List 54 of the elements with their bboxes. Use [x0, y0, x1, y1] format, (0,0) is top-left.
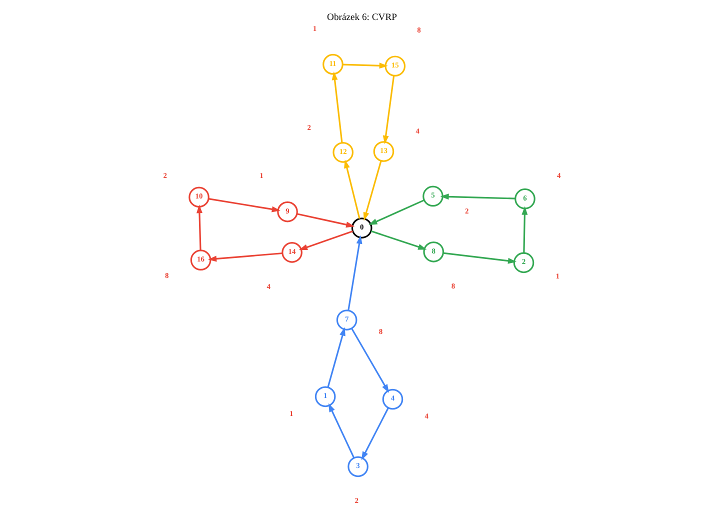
diagram-title: Obrázek 6: CVRP: [326, 12, 396, 24]
node-circle: 2: [512, 252, 534, 274]
node-label: 4: [266, 282, 270, 291]
node-circle: 13: [372, 141, 394, 162]
arrow: [196, 204, 202, 250]
arrow: [296, 213, 354, 228]
arrow: [440, 194, 515, 200]
arrow: [521, 206, 528, 253]
node-circle: 9: [276, 201, 298, 222]
arrow: [362, 160, 382, 221]
node-label: 8: [164, 271, 168, 280]
node-circle: 6: [514, 188, 535, 210]
arrow: [326, 327, 345, 388]
arrow: [370, 230, 426, 250]
node-label: 2: [162, 171, 166, 180]
node-label: 1: [555, 271, 560, 280]
arrow: [208, 198, 280, 212]
node-label: 2: [306, 122, 311, 132]
node-label: 8: [416, 26, 420, 35]
node-label: 1: [289, 408, 293, 418]
arrow: [368, 199, 424, 226]
arrow: [342, 62, 388, 69]
node-label: 4: [424, 412, 428, 421]
node-label: 4: [556, 170, 560, 180]
node-circle: 16: [190, 250, 211, 270]
node-circle: 15: [384, 56, 406, 77]
arrow: [344, 160, 360, 219]
arrow: [328, 403, 354, 458]
node-label: 2: [354, 496, 358, 506]
arrow: [347, 235, 362, 311]
node-circle: 10: [188, 186, 209, 208]
node-circle: 12: [332, 142, 353, 163]
arrow: [298, 230, 352, 250]
node-circle: 8: [422, 242, 444, 262]
node-label: 8: [450, 281, 455, 290]
arrow: [350, 328, 389, 393]
node-circle: 14: [281, 242, 302, 263]
node-circle: 7: [336, 310, 357, 330]
arrow: [207, 252, 282, 262]
node-circle: 1: [314, 386, 336, 408]
node-label: 8: [378, 326, 382, 336]
arrow: [331, 72, 342, 143]
node-label: 1: [259, 171, 263, 180]
node-circle: 0: [350, 218, 372, 238]
node-label: 2: [464, 206, 468, 216]
arrow: [360, 408, 388, 460]
node-label: 1: [312, 24, 316, 33]
arrow: [382, 76, 394, 144]
node-circle: 3: [347, 456, 368, 478]
node-circle: 5: [422, 186, 443, 207]
node-circle: 11: [322, 54, 343, 75]
node-label: 4: [415, 126, 420, 136]
node-circle: 4: [382, 388, 403, 410]
arrow: [442, 252, 516, 264]
